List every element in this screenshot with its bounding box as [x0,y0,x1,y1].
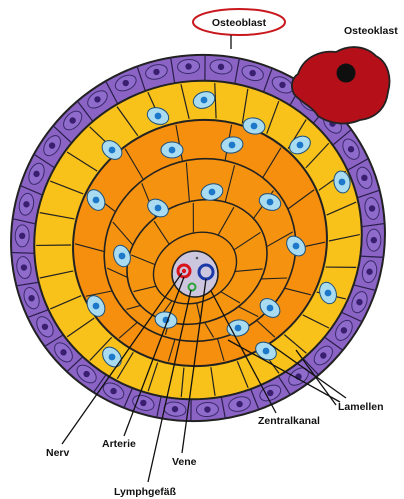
osteoblast-nucleus [28,295,34,301]
osteoblast-nucleus [172,406,178,412]
osteoklast-label: Osteoklast [344,25,398,37]
zentralkanal-label: Zentralkanal [258,415,320,427]
osteoblast-nucleus [348,146,354,152]
osteoblast-nucleus [204,406,210,412]
osteocyte-nucleus [109,147,116,154]
osteocyte-nucleus [263,348,270,355]
osteocyte-nucleus [155,113,162,120]
osteoblast-nucleus [23,201,29,207]
osteoblast-nucleus [110,388,116,394]
osteoblast-nucleus [320,352,326,358]
vene-label: Vene [172,456,197,468]
osteoblast-nucleus [33,171,39,177]
lymphgefaess-label: Lymphgefäß [114,486,177,498]
osteocyte-nucleus [267,199,274,206]
osteocyte-nucleus [109,354,116,361]
osteocyte-nucleus [339,179,346,186]
osteoblast-nucleus [185,63,191,69]
nerve-dot [182,269,186,273]
osteocyte-nucleus [229,142,236,149]
osteoblast-nucleus [153,69,159,75]
osteocyte-nucleus [169,147,176,154]
osteocyte-nucleus [267,305,274,312]
osteoblast-nucleus [236,401,242,407]
osteoblast-nucleus [356,299,362,305]
osteocyte-nucleus [93,197,100,204]
osteocyte-nucleus [119,253,126,260]
osteoblast-nucleus [49,142,55,148]
osteocyte-nucleus [209,189,216,196]
nerv-label: Nerv [46,447,70,459]
osteoblast-nucleus [341,327,347,333]
osteocyte-nucleus [325,290,332,297]
osteoblast-nucleus [371,237,377,243]
osteoblast-nucleus [94,96,100,102]
osteoblast-nucleus [69,117,75,123]
osteoblast-nucleus [249,70,255,76]
osteocyte-nucleus [93,303,100,310]
osteoblast-border [11,253,34,254]
lamellen-label: Lamellen [338,401,384,413]
osteocyte-nucleus [201,97,208,104]
osteoblast-nucleus [83,371,89,377]
osteoblast-nucleus [60,349,66,355]
arterie-label: Arterie [102,438,136,450]
osteocyte-nucleus [293,243,300,250]
osteoblast-nucleus [42,324,48,330]
osteoblast-nucleus [369,205,375,211]
osteoklast-nucleus [337,64,355,82]
osteoblast-nucleus [21,264,27,270]
osteocyte-nucleus [235,325,242,332]
osteoblast-nucleus [140,400,146,406]
osteoblast-label: Osteoblast [212,17,267,29]
osteoblast-nucleus [19,233,25,239]
osteoblast-nucleus [366,269,372,275]
osteocyte-nucleus [251,123,258,130]
osteocyte-nucleus [155,205,162,212]
osteoblast-nucleus [123,80,129,86]
osteocyte-nucleus [297,142,304,149]
osteoblast-nucleus [218,64,224,70]
osteoblast-nucleus [267,390,273,396]
osteoblast-nucleus [361,175,367,181]
osteoblast-nucleus [279,82,285,88]
canal-dot [196,257,199,260]
